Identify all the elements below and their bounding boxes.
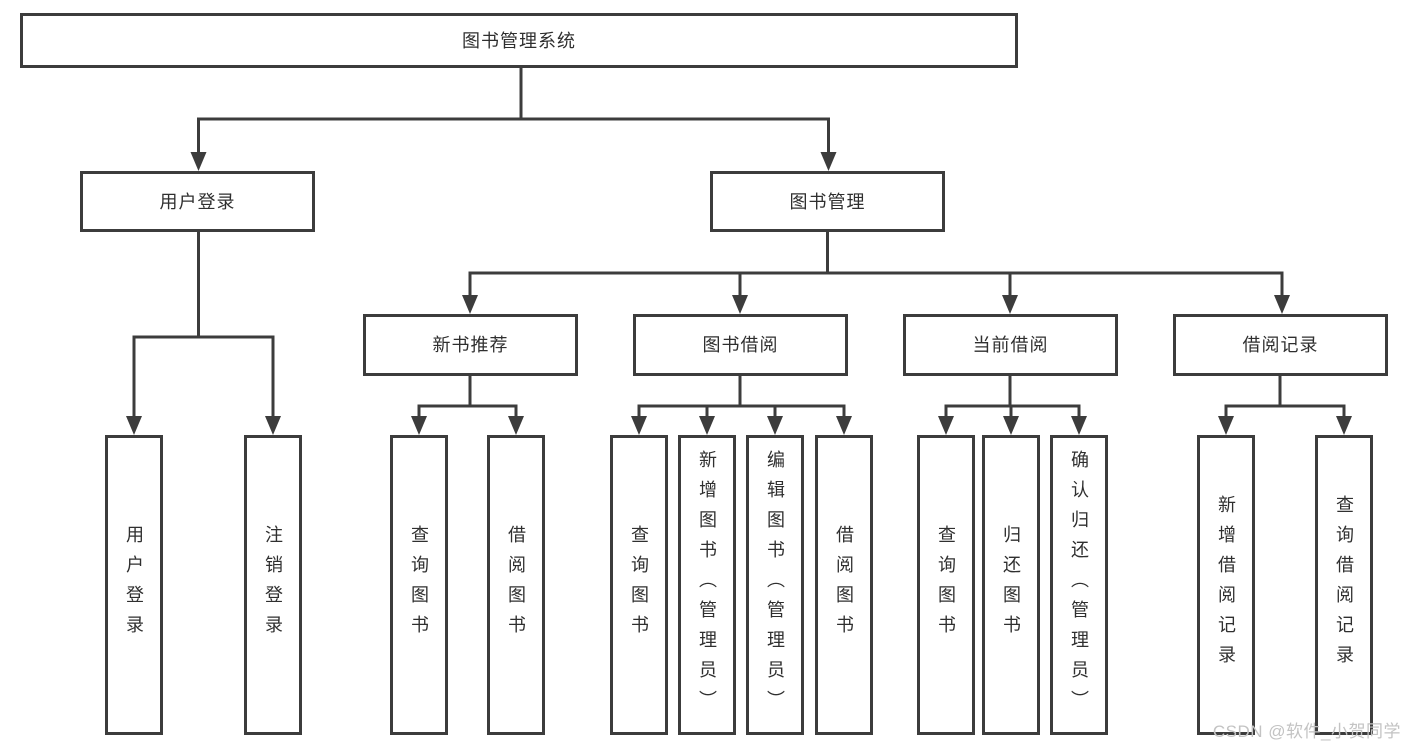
leaf-record-query: 查询借阅记录: [1315, 435, 1373, 735]
leaf-borrow-query-label: 查询图书: [629, 525, 649, 645]
leaf-record-add: 新增借阅记录: [1197, 435, 1255, 735]
csdn-watermark: CSDN @软件_小贺同学: [1212, 722, 1401, 741]
leaf-user-login: 用户登录: [105, 435, 163, 735]
node-root-label: 图书管理系统: [462, 30, 576, 51]
leaf-borrow-borrow-label: 借阅图书: [834, 525, 854, 645]
node-new-book-recommend-label: 新书推荐: [432, 335, 509, 355]
node-book-management-label: 图书管理: [789, 191, 866, 212]
node-user-login: 用户登录: [80, 171, 315, 232]
leaf-logout-label: 注销登录: [263, 525, 283, 645]
node-book-management: 图书管理: [710, 171, 945, 232]
leaf-newbook-query-label: 查询图书: [409, 525, 429, 645]
leaf-newbook-query: 查询图书: [390, 435, 448, 735]
node-root: 图书管理系统: [20, 13, 1018, 68]
leaf-newbook-borrow-label: 借阅图书: [506, 525, 526, 645]
leaf-borrow-edit-admin-label: 编辑图书（管理员）: [765, 450, 785, 720]
leaf-newbook-borrow: 借阅图书: [487, 435, 545, 735]
node-current-borrow: 当前借阅: [903, 314, 1118, 376]
leaf-user-login-label: 用户登录: [124, 525, 144, 645]
leaf-record-add-label: 新增借阅记录: [1216, 495, 1236, 675]
leaf-current-confirm-admin: 确认归还（管理员）: [1050, 435, 1108, 735]
node-current-borrow-label: 当前借阅: [972, 335, 1049, 355]
node-borrow-record-label: 借阅记录: [1242, 335, 1319, 355]
leaf-current-query: 查询图书: [917, 435, 975, 735]
leaf-logout: 注销登录: [244, 435, 302, 735]
node-new-book-recommend: 新书推荐: [363, 314, 578, 376]
leaf-borrow-add-admin-label: 新增图书（管理员）: [697, 450, 717, 720]
leaf-borrow-borrow: 借阅图书: [815, 435, 873, 735]
node-book-borrow: 图书借阅: [633, 314, 848, 376]
leaf-borrow-add-admin: 新增图书（管理员）: [678, 435, 736, 735]
node-borrow-record: 借阅记录: [1173, 314, 1388, 376]
leaf-current-return-label: 归还图书: [1001, 525, 1021, 645]
leaf-borrow-query: 查询图书: [610, 435, 668, 735]
leaf-current-return: 归还图书: [982, 435, 1040, 735]
leaf-current-confirm-admin-label: 确认归还（管理员）: [1069, 450, 1089, 720]
leaf-current-query-label: 查询图书: [936, 525, 956, 645]
node-book-borrow-label: 图书借阅: [702, 335, 779, 355]
node-user-login-label: 用户登录: [159, 191, 236, 212]
leaf-borrow-edit-admin: 编辑图书（管理员）: [746, 435, 804, 735]
leaf-record-query-label: 查询借阅记录: [1334, 495, 1354, 675]
